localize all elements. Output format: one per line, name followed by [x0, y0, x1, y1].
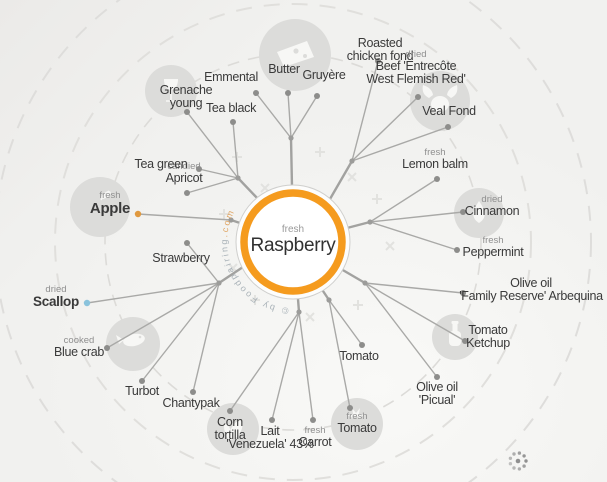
- node-dot-roasted-chicken-fond[interactable]: [375, 58, 381, 64]
- tomato-icon: [331, 398, 383, 450]
- corn-icon: [207, 403, 259, 455]
- node-dot-veal-fond[interactable]: [445, 124, 451, 130]
- node-olive-oil-arbequina[interactable]: Olive oil'Family Reserve' Arbequina: [459, 276, 603, 303]
- background-cross-marks: [219, 147, 395, 322]
- node-dot-blue-crab[interactable]: [104, 345, 110, 351]
- node-gruyere[interactable]: Gruyère: [302, 68, 346, 82]
- center-qualifier: fresh: [281, 224, 305, 235]
- pairing-branch-lines: [86, 60, 466, 421]
- node-dot-cinnamon[interactable]: [460, 209, 466, 215]
- node-dot-tomato[interactable]: [359, 342, 365, 348]
- center-name: Raspberry: [250, 235, 336, 256]
- center-ingredient-circle[interactable]: [235, 184, 351, 300]
- wine-glass-icon: [145, 65, 197, 117]
- node-lait-venezuela[interactable]: Lait'Venezuela' 43%: [226, 424, 314, 451]
- category-icons: [70, 19, 504, 455]
- node-emmental[interactable]: Emmental: [204, 70, 258, 84]
- node-dot-tea-green[interactable]: [196, 166, 202, 172]
- node-dot-chantypak[interactable]: [190, 389, 196, 395]
- node-dot-olive-oil-arbequina[interactable]: [460, 290, 466, 296]
- node-dot-tomato-ketchup[interactable]: [462, 338, 468, 344]
- watermark-suffix: .com: [219, 207, 237, 238]
- node-butter[interactable]: Butter: [268, 62, 300, 76]
- node-dot-peppermint[interactable]: [454, 247, 460, 253]
- droplet-icon: [454, 188, 504, 238]
- ketchup-bottle-icon: [432, 314, 478, 360]
- node-dot-scallop[interactable]: [83, 299, 91, 307]
- node-dot-strawberry[interactable]: [184, 240, 190, 246]
- node-dot-carrot[interactable]: [310, 417, 316, 423]
- node-dot-corn-tortilla[interactable]: [227, 408, 233, 414]
- node-dots: [83, 58, 468, 423]
- node-strawberry[interactable]: Strawberry: [152, 251, 210, 265]
- node-dot-apple[interactable]: [134, 210, 142, 218]
- node-dot-grenache[interactable]: [184, 109, 190, 115]
- node-veal-fond[interactable]: Veal Fond: [422, 104, 476, 118]
- node-dot-lemon-balm[interactable]: [434, 176, 440, 182]
- node-olive-oil-picual[interactable]: Olive oil'Picual': [416, 380, 458, 407]
- node-dot-tea-black[interactable]: [230, 119, 236, 125]
- bull-icon: [410, 71, 470, 131]
- node-dot-tomato-fresh[interactable]: [347, 405, 353, 411]
- node-turbot[interactable]: Turbot: [125, 384, 159, 398]
- node-dot-apricot[interactable]: [184, 190, 190, 196]
- node-tea-black[interactable]: Tea black: [205, 101, 257, 115]
- node-dot-gruyere[interactable]: [314, 93, 320, 99]
- node-dot-butter[interactable]: [285, 90, 291, 96]
- junction-dots: [216, 135, 373, 315]
- apple-leaf-icon: [70, 177, 130, 237]
- pairing-trunk-lines: [217, 136, 372, 314]
- fish-icon: [106, 317, 160, 371]
- node-tomato[interactable]: Tomato: [339, 349, 379, 363]
- node-dot-lait-venezuela[interactable]: [269, 417, 275, 423]
- node-dot-olive-oil-picual[interactable]: [434, 374, 440, 380]
- node-dot-beef-entrecote[interactable]: [415, 94, 421, 100]
- loading-spinner-icon: [508, 451, 528, 471]
- node-dot-turbot[interactable]: [139, 378, 145, 384]
- center-ingredient-label[interactable]: fresh Raspberry: [251, 224, 336, 256]
- node-dot-emmental[interactable]: [253, 90, 259, 96]
- node-tea-green[interactable]: Tea green: [134, 157, 188, 171]
- cheese-icon: [259, 19, 331, 91]
- node-chantypak[interactable]: Chantypak: [162, 396, 220, 410]
